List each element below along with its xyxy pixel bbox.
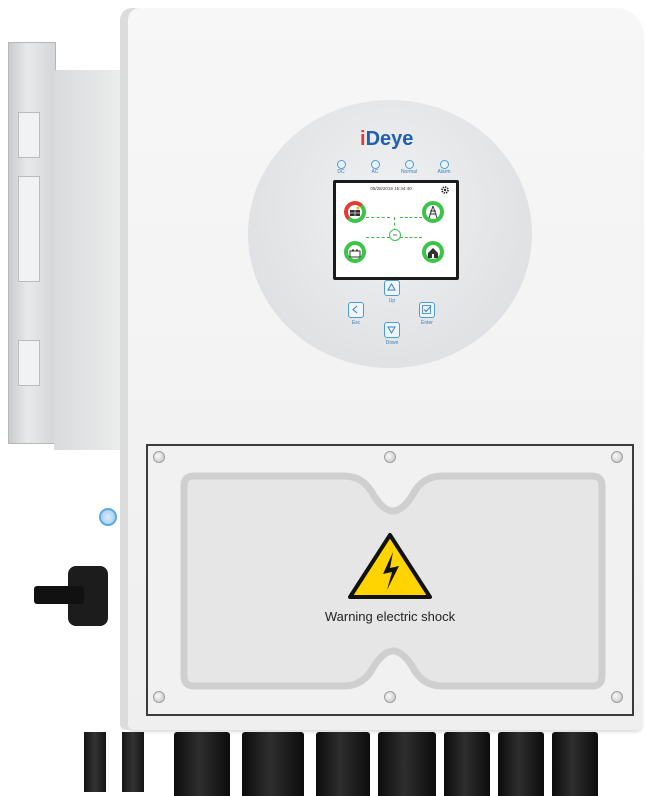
up-arrow-icon bbox=[387, 283, 396, 291]
led-normal bbox=[405, 160, 414, 169]
grid-tower-icon bbox=[428, 205, 438, 219]
cover-screw bbox=[384, 451, 396, 463]
cable-gland bbox=[242, 732, 304, 796]
cover-screw bbox=[153, 691, 165, 703]
flow-line bbox=[400, 237, 422, 238]
solar-panel-icon bbox=[350, 206, 360, 216]
up-button-label: Up bbox=[388, 298, 396, 304]
dc-rotary-switch[interactable] bbox=[34, 586, 84, 604]
cable-gland bbox=[378, 732, 436, 796]
bracket-tab bbox=[18, 176, 40, 282]
cover-screw bbox=[384, 691, 396, 703]
cover-screw bbox=[611, 691, 623, 703]
pv-connector bbox=[84, 732, 106, 792]
led-label-normal: Normal bbox=[400, 169, 418, 175]
cable-gland bbox=[552, 732, 598, 796]
settings-gear-icon[interactable] bbox=[440, 185, 450, 195]
bracket-tab bbox=[18, 340, 40, 386]
brand-logo-mark: i bbox=[360, 128, 366, 150]
flow-line bbox=[366, 217, 390, 218]
cable-gland bbox=[498, 732, 544, 796]
esc-button[interactable] bbox=[348, 302, 364, 318]
led-label-dc: DC bbox=[337, 169, 345, 175]
esc-button-label: Esc bbox=[351, 320, 361, 326]
led-alarm bbox=[440, 160, 449, 169]
down-button[interactable] bbox=[384, 322, 400, 338]
screen-datetime: 05/28/2019 15:34:40 bbox=[370, 186, 412, 191]
pv-connector bbox=[122, 732, 144, 792]
led-dc bbox=[337, 160, 346, 169]
down-arrow-icon bbox=[387, 326, 396, 334]
power-ring-button[interactable] bbox=[99, 508, 117, 526]
down-button-label: Down bbox=[385, 340, 399, 346]
led-label-ac: AC bbox=[371, 169, 379, 175]
bracket-tab bbox=[18, 112, 40, 158]
warning-label: Warning electric shock bbox=[324, 609, 456, 624]
energy-hub: ON bbox=[389, 229, 401, 241]
flow-line bbox=[366, 237, 390, 238]
left-arrow-icon bbox=[352, 305, 358, 314]
check-icon bbox=[422, 305, 432, 314]
cover-screw bbox=[611, 451, 623, 463]
lcd-screen: 05/28/2019 15:34:40 ON bbox=[333, 180, 459, 280]
enter-button[interactable] bbox=[419, 302, 435, 318]
led-ac bbox=[371, 160, 380, 169]
brand-logo: iDeye bbox=[360, 128, 430, 150]
cable-gland bbox=[174, 732, 230, 796]
battery-icon bbox=[349, 249, 361, 258]
grid-gauge bbox=[422, 201, 444, 223]
cable-gland bbox=[316, 732, 370, 796]
cover-screw bbox=[153, 451, 165, 463]
cable-gland bbox=[444, 732, 490, 796]
high-voltage-warning-icon bbox=[348, 533, 432, 599]
home-icon bbox=[428, 248, 438, 258]
up-button[interactable] bbox=[384, 280, 400, 296]
inverter-side-panel bbox=[54, 70, 132, 450]
led-label-alarm: Alarm bbox=[437, 169, 451, 175]
flow-line bbox=[394, 217, 395, 237]
flow-line bbox=[400, 217, 422, 218]
enter-button-label: Enter bbox=[421, 320, 433, 326]
brand-logo-name: Deye bbox=[365, 128, 414, 150]
